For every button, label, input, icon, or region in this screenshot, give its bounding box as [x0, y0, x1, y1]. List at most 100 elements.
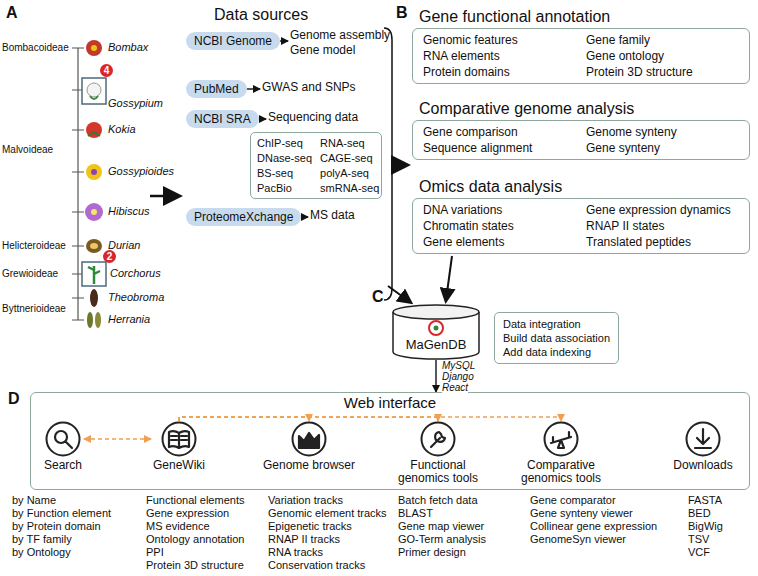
text-label: Ontology annotation — [146, 533, 244, 546]
text-label: RNAP II tracks — [268, 533, 340, 546]
text-label: Bombacoideae — [2, 42, 69, 54]
node-text: Gene synteny — [586, 141, 739, 155]
text-label: Hibiscus — [108, 205, 150, 218]
node-text: NCBI Genome — [194, 34, 272, 48]
node-text: ProteomeXchange — [194, 210, 293, 224]
text-label: Byttnerioideae — [2, 303, 66, 315]
bbox-node: Comparative genome analysisGene comparis… — [412, 120, 750, 160]
text-label: Batch fetch data — [398, 494, 478, 507]
seq-node: ChIP-seqRNA-seqDNase-seqCAGE-seqBS-seqpo… — [250, 132, 382, 199]
node-text: Gene model — [290, 43, 390, 58]
node-text: Sequencing data — [268, 110, 358, 125]
pill-node: PubMed — [186, 80, 247, 98]
node-text: PacBio — [257, 181, 312, 195]
node-text: NCBI SRA — [194, 112, 251, 126]
text-label: by Ontology — [12, 546, 71, 559]
connector — [179, 417, 561, 421]
tool-label: Functional genomics tools — [392, 459, 484, 485]
text-label: GenomeSyn viewer — [530, 533, 626, 546]
text-label: Gossypioides — [108, 165, 174, 178]
node-text: smRNA-seq — [320, 181, 379, 195]
connector — [84, 438, 151, 440]
panel-label: C — [372, 288, 384, 306]
node-text: DNA variations — [423, 203, 576, 217]
text-label: Variation tracks — [268, 494, 343, 507]
text-label: Protein 3D structure — [146, 559, 244, 572]
plain-node: MS data — [310, 208, 355, 223]
node-text: Sequence alignment — [423, 141, 576, 155]
text-label: Gene expression — [146, 507, 229, 520]
bbox-node: Omics data analysisDNA variationsGene ex… — [412, 198, 750, 254]
icon-node: GeneWiki — [153, 421, 205, 472]
text-label: Conservation tracks — [268, 559, 365, 572]
plain-node: GWAS and SNPs — [262, 80, 356, 95]
icon-node: Comparative genomics tools — [513, 421, 609, 485]
text-label: Primer design — [398, 546, 466, 559]
callout-number: 2 — [103, 250, 116, 263]
node-text: Genomic features — [423, 33, 576, 47]
panel-label: B — [396, 4, 408, 22]
node-text: Protein domains — [423, 65, 576, 79]
text-label: Collinear gene expression — [530, 520, 657, 533]
panel-title: Web interface — [31, 394, 749, 411]
text-label: TSV — [688, 533, 709, 546]
text-label: BED — [688, 507, 711, 520]
text-label: RNA tracks — [268, 546, 323, 559]
node-text: Protein 3D structure — [586, 65, 739, 79]
section-heading: Omics data analysis — [419, 178, 562, 196]
text-label: Functional elements — [146, 494, 244, 507]
text-label: by Function element — [12, 507, 111, 520]
node-text: Gene family — [586, 33, 739, 47]
text-label: MS evidence — [146, 520, 210, 533]
tool-icon — [420, 421, 456, 457]
icon-node: Genome browser — [263, 421, 355, 472]
icon-node: Search — [44, 421, 82, 472]
node-text: CAGE-seq — [320, 151, 379, 165]
node-text: Gene ontology — [586, 49, 739, 63]
node-text: ChIP-seq — [257, 136, 312, 150]
text-label: Gene comparator — [530, 494, 616, 507]
plain-node: Sequencing data — [268, 110, 358, 125]
text-label: Data sources — [214, 6, 308, 24]
cyl-node: MaGenDB — [392, 304, 480, 360]
connector — [435, 360, 436, 392]
text-label: Herrania — [108, 313, 150, 326]
text-label: MySQL — [442, 360, 475, 372]
text-label: Malvoideae — [2, 144, 53, 156]
text-label: PPI — [146, 546, 164, 559]
node-text: RNA-seq — [320, 136, 379, 150]
text-label: Corchorus — [110, 267, 161, 280]
tool-label: GeneWiki — [153, 459, 205, 472]
node-text: Gene expression dynamics — [586, 203, 739, 217]
node-text: RNA elements — [423, 49, 576, 63]
tool-icon — [45, 421, 81, 457]
pill-node: NCBI Genome — [186, 32, 280, 50]
text-label: VCF — [688, 546, 710, 559]
icon-node: Downloads — [673, 421, 732, 472]
text-label: BLAST — [398, 507, 433, 520]
node-text: PubMed — [194, 82, 239, 96]
node-text: DNase-seq — [257, 151, 312, 165]
database-name: MaGenDB — [392, 337, 480, 352]
tool-label: Genome browser — [263, 459, 355, 472]
bbox-node: Gene functional annotationGenomic featur… — [412, 28, 750, 84]
connector — [301, 216, 308, 217]
node-text: BS-seq — [257, 166, 312, 180]
connector — [247, 88, 260, 89]
text-label: BigWig — [688, 520, 723, 533]
pill-node: ProteomeXchange — [186, 208, 301, 226]
pill-node: NCBI SRA — [186, 110, 259, 128]
node-text: Gene elements — [423, 235, 576, 249]
section-heading: Comparative genome analysis — [419, 100, 634, 118]
node-text: Genome assembly — [290, 28, 390, 43]
callout-number: 4 — [100, 64, 113, 77]
tool-icon — [685, 421, 721, 457]
text-label: Epigenetic tracks — [268, 520, 352, 533]
connector — [259, 118, 266, 119]
node-text: Gene comparison — [423, 125, 576, 139]
plain-node: Genome assemblyGene model — [290, 28, 390, 58]
node-text: Build data association — [503, 331, 610, 345]
text-label: FASTA — [688, 494, 722, 507]
node-text: RNAP II states — [586, 219, 739, 233]
node-text: GWAS and SNPs — [262, 80, 356, 95]
